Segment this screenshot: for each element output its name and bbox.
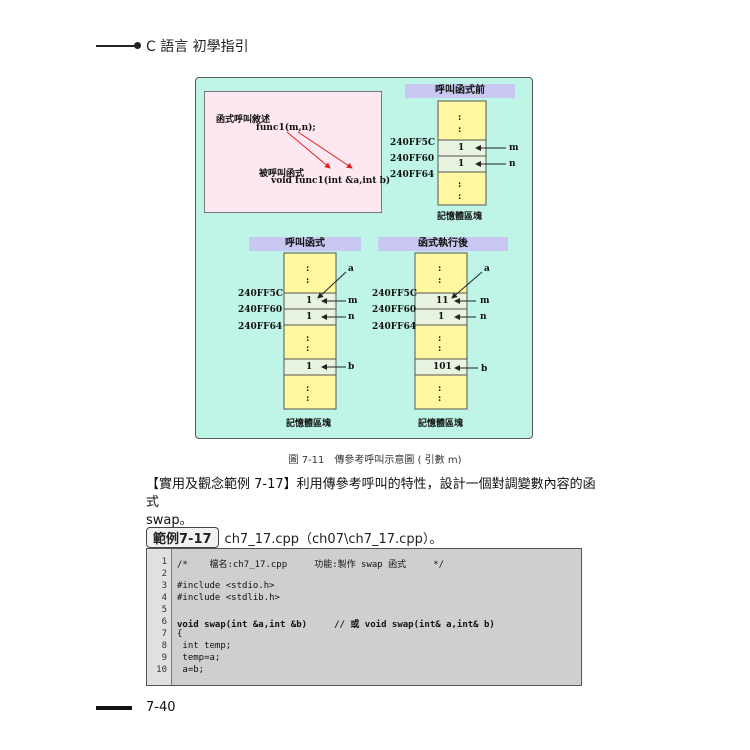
cell-value: 1: [458, 143, 465, 153]
dots: :: [458, 113, 462, 123]
line-number: 7: [161, 629, 167, 639]
example-intro-line: 【實用及觀念範例 7-17】利用傳參考呼叫的特性，設計一個對調變數內容的函式: [146, 477, 596, 510]
callee-desc: 被呼叫函式: [259, 169, 305, 179]
var-label: m: [480, 296, 490, 306]
cell-value: 1: [458, 159, 465, 169]
code-line: int temp;: [177, 641, 232, 651]
var-label: n: [480, 312, 487, 322]
address-label: 240FF5C: [390, 138, 435, 148]
during-footer: 記憶體區塊: [286, 419, 332, 429]
line-number-gutter: [147, 549, 172, 685]
address-label: 240FF64: [372, 322, 417, 332]
line-number: 2: [161, 569, 167, 579]
code-line: a=b;: [177, 665, 205, 675]
call-desc: 函式呼叫敘述: [216, 115, 271, 125]
line-number: 8: [161, 641, 167, 651]
var-label: b: [481, 364, 488, 374]
call-statement: func1(m,n);: [256, 123, 316, 133]
dots: :: [306, 344, 310, 354]
dots: :: [306, 394, 310, 404]
code-line: /* 檔名:ch7_17.cpp 功能:製作 swap 函式 */: [177, 560, 445, 570]
after-footer: 記憶體區塊: [418, 419, 464, 429]
address-label: 240FF60: [390, 154, 435, 164]
dots: :: [438, 344, 442, 354]
line-number: 10: [156, 665, 167, 675]
address-label: 240FF60: [238, 305, 283, 315]
var-label: n: [509, 159, 516, 169]
dots: :: [438, 384, 442, 394]
before-footer: 記憶體區塊: [437, 212, 483, 222]
dots: :: [306, 384, 310, 394]
example-badge: 範例7-17: [146, 527, 219, 548]
example-heading: 範例7-17 ch7_17.cpp（ch07\ch7_17.cpp）。: [146, 527, 442, 548]
code-line: {: [177, 629, 183, 639]
line-number: 9: [161, 653, 167, 663]
address-label: 240FF64: [390, 170, 435, 180]
example-intro: 【實用及觀念範例 7-17】利用傳參考呼叫的特性，設計一個對調變數內容的函式 s…: [146, 476, 606, 530]
line-number: 3: [161, 581, 167, 591]
dots: :: [438, 394, 442, 404]
code-line: #include <stdlib.h>: [177, 593, 280, 603]
example-file: ch7_17.cpp（ch07\ch7_17.cpp）。: [224, 532, 443, 547]
dots: :: [438, 276, 442, 286]
running-header: C 語言 初學指引: [146, 39, 249, 55]
line-number: 6: [161, 617, 167, 627]
code-line: #include <stdio.h>: [177, 581, 275, 591]
callee-signature: void func1(int &a,int b): [271, 176, 391, 186]
call-statement-box: [204, 91, 382, 213]
dots: :: [306, 334, 310, 344]
footer-rule: [96, 706, 132, 710]
dots: :: [306, 264, 310, 274]
var-label: m: [348, 296, 358, 306]
line-number: 4: [161, 593, 167, 603]
example-intro-line: swap。: [146, 513, 193, 528]
address-label: 240FF5C: [372, 289, 417, 299]
dots: :: [306, 276, 310, 286]
dots: :: [458, 180, 462, 190]
cell-value: 101: [433, 362, 452, 372]
before-title: 呼叫函式前: [405, 84, 515, 98]
dots: :: [438, 334, 442, 344]
code-listing: 1 2 3 4 5 6 7 8 9 10 /* 檔名:ch7_17.cpp 功能…: [146, 548, 582, 686]
address-label: 240FF5C: [238, 289, 283, 299]
line-number: 1: [161, 557, 167, 567]
dots: :: [458, 125, 462, 135]
var-label: m: [509, 143, 519, 153]
page-number: 7-40: [146, 700, 176, 715]
var-label: b: [348, 362, 355, 372]
line-number: 5: [161, 605, 167, 615]
cell-value: 1: [306, 362, 313, 372]
var-label: n: [348, 312, 355, 322]
var-label: a: [484, 264, 490, 274]
address-label: 240FF64: [238, 322, 283, 332]
code-line: temp=a;: [177, 653, 221, 663]
cell-value: 1: [438, 312, 445, 322]
dots: :: [458, 192, 462, 202]
figure-caption: 圖 7-11 傳參考呼叫示意圖 ( 引數 m): [288, 455, 462, 466]
code-line: void swap(int &a,int &b) // 或 void swap(…: [177, 620, 495, 630]
cell-value: 11: [436, 296, 449, 306]
dots: :: [438, 264, 442, 274]
var-label: a: [348, 264, 354, 274]
address-label: 240FF60: [372, 305, 417, 315]
after-title: 函式執行後: [378, 237, 508, 251]
cell-value: 1: [306, 312, 313, 322]
header-bullet-icon: [134, 42, 141, 49]
during-title: 呼叫函式: [249, 237, 361, 251]
header-rule: [96, 45, 136, 47]
cell-value: 1: [306, 296, 313, 306]
